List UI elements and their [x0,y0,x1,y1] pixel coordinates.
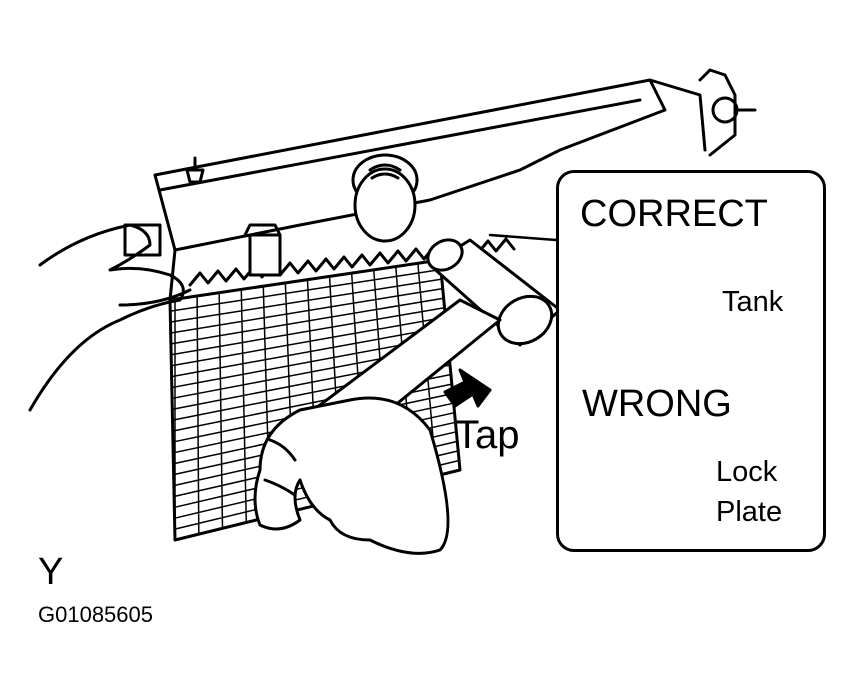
side-mount [698,68,757,157]
figure-code: G01085605 [38,602,153,627]
leader-line [488,233,558,242]
tank-label: Tank [722,286,784,318]
view-letter: Y [38,551,64,593]
detail-inset-box [556,170,826,552]
left-hand [28,223,192,412]
lock-label: Lock [716,456,778,488]
wrong-label: WRONG [582,383,732,425]
left-mount [123,156,205,257]
plate-label: Plate [716,496,783,528]
right-hand [253,396,450,555]
tap-label: Tap [455,413,520,457]
tank-bracket [243,223,282,277]
radiator-cap [351,153,419,243]
correct-label: CORRECT [580,193,768,235]
tap-arrow [443,368,492,408]
